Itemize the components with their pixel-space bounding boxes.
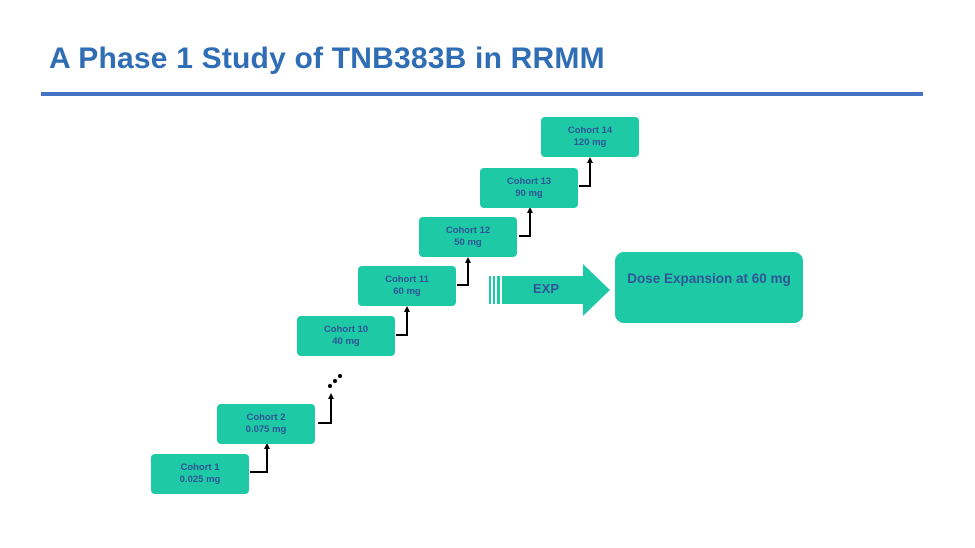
cohort-box: Cohort 2 0.075 mg: [217, 404, 315, 444]
cohort-name: Cohort 12: [445, 225, 491, 236]
ellipsis-dot: [328, 384, 332, 388]
cohort-box: Cohort 1 0.025 mg: [151, 454, 249, 494]
title-underline: [41, 92, 923, 96]
cohort-name: Cohort 10: [323, 324, 369, 335]
ellipsis-dot: [338, 374, 342, 378]
step-arrow-5: [519, 207, 533, 237]
step-arrow-1: [250, 443, 270, 473]
exp-arrow: [489, 264, 610, 316]
cohort-dose: 60 mg: [393, 286, 421, 297]
cohort-dose: 120 mg: [573, 137, 607, 148]
cohort-box: Cohort 12 50 mg: [419, 217, 517, 257]
cohort-dose: 0.075 mg: [245, 424, 287, 435]
cohort-box: Cohort 13 90 mg: [480, 168, 578, 208]
cohort-dose: 90 mg: [515, 188, 543, 199]
slide-title: A Phase 1 Study of TNB383B in RRMM: [49, 42, 605, 75]
cohort-name: Cohort 11: [385, 274, 429, 285]
ellipsis-dot: [333, 379, 337, 383]
step-arrow-2: [318, 393, 334, 424]
cohort-name: Cohort 14: [567, 125, 613, 136]
cohort-dose: 40 mg: [332, 336, 360, 347]
cohort-dose: 50 mg: [454, 237, 482, 248]
cohort-name: Cohort 1: [180, 462, 220, 473]
step-arrow-6: [579, 157, 593, 187]
dose-expansion-box: Dose Expansion at 60 mg: [615, 252, 803, 323]
step-arrow-4: [457, 257, 471, 286]
step-arrow-3: [396, 306, 410, 336]
cohort-box: Cohort 10 40 mg: [297, 316, 395, 356]
cohort-dose: 0.025 mg: [179, 474, 221, 485]
cohort-name: Cohort 13: [506, 176, 552, 187]
cohort-box: Cohort 11 60 mg: [358, 266, 456, 306]
exp-label: EXP: [532, 281, 559, 296]
cohort-box: Cohort 14 120 mg: [541, 117, 639, 157]
cohort-name: Cohort 2: [246, 412, 286, 423]
